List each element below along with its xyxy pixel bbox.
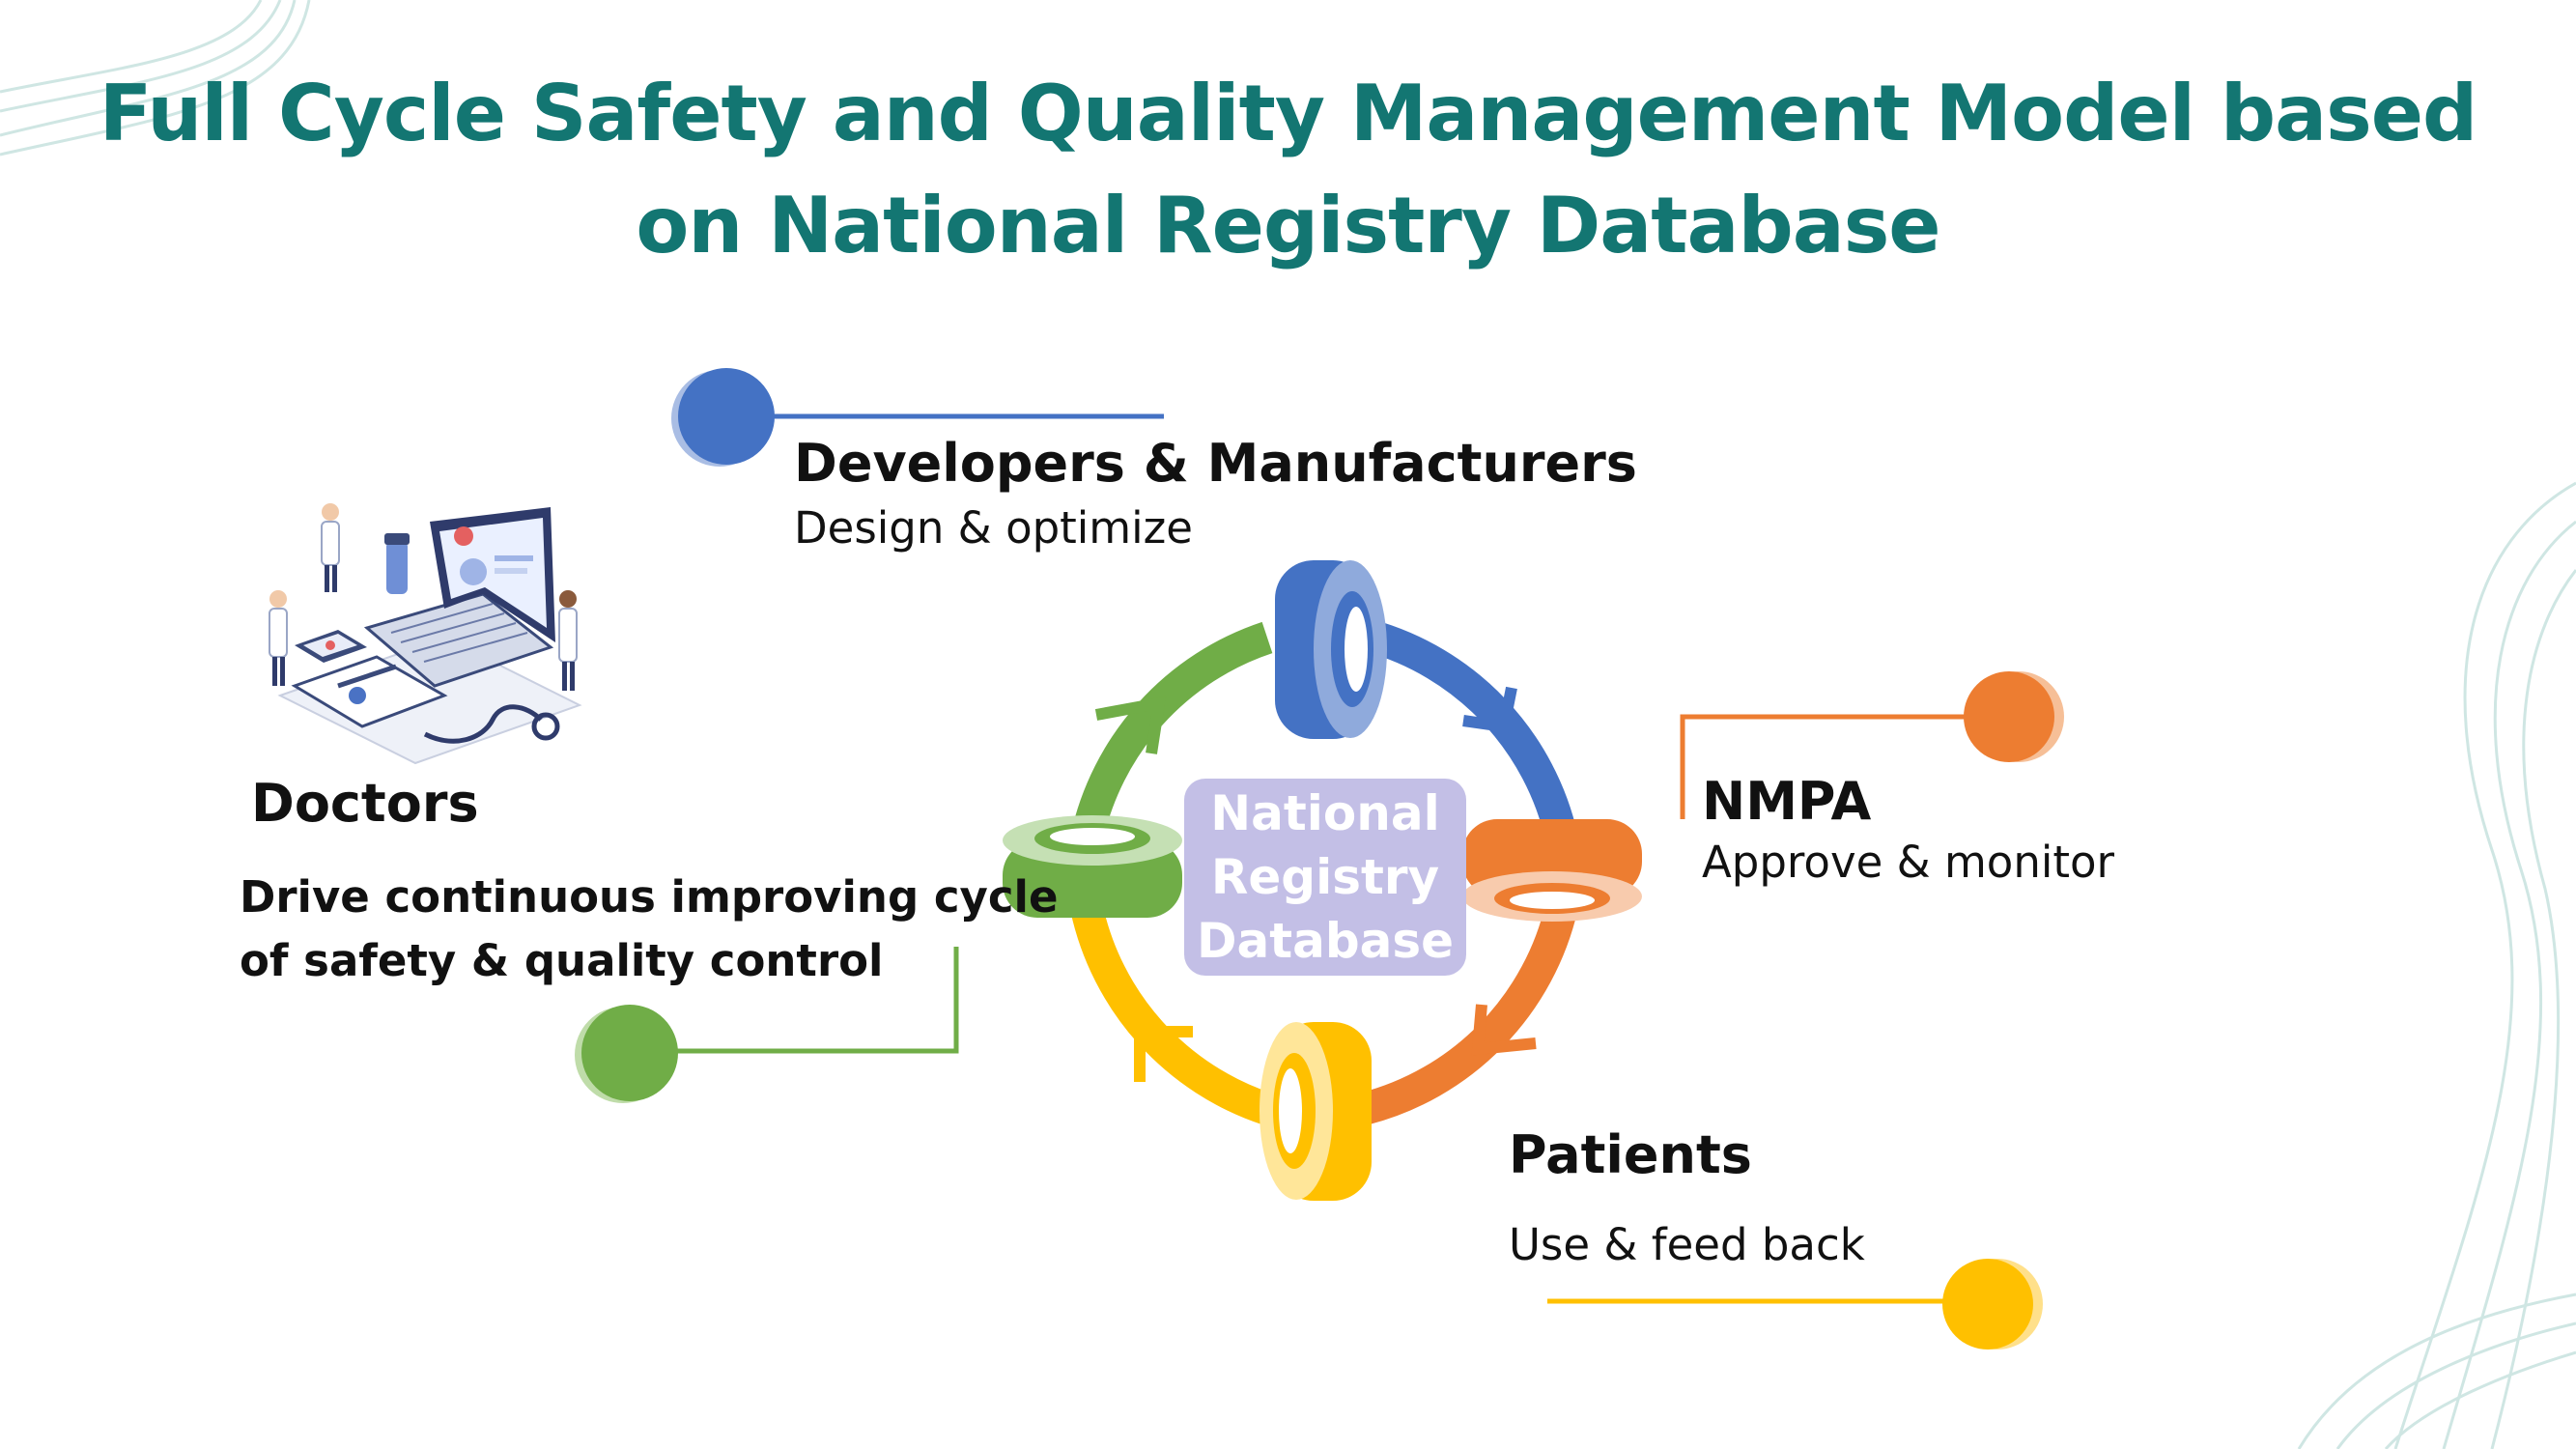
cycle-arc-blue <box>1365 619 1578 842</box>
hub-label: National Registry Database <box>1184 779 1466 976</box>
yellow-arrow-head <box>1134 1026 1193 1082</box>
page-title: Full Cycle Safety and Quality Management… <box>0 58 2576 282</box>
hub-line-1: National <box>1210 785 1440 841</box>
patients-bullet <box>1942 1259 2033 1350</box>
doctors-connector <box>575 947 959 1103</box>
doctor-figure-left <box>269 590 288 686</box>
doctors-role-line-2: of safety & quality control <box>240 935 884 986</box>
blue-arrow-head <box>1462 686 1517 733</box>
developers-role: Design & optimize <box>794 502 1193 554</box>
doctor-figure-top <box>321 503 340 592</box>
orange-ring-node <box>1462 819 1642 922</box>
developers-connector <box>671 368 1164 467</box>
doctors-role: Drive continuous improving cycle of safe… <box>240 866 1058 993</box>
title-line-2: on National Registry Database <box>636 181 1940 270</box>
nmpa-role: Approve & monitor <box>1702 837 2115 888</box>
yellow-ring-node <box>1260 1022 1372 1201</box>
developers-bullet <box>678 368 775 465</box>
patients-role: Use & feed back <box>1509 1219 1865 1270</box>
nmpa-heading: NMPA <box>1702 771 1872 832</box>
hub-line-3: Database <box>1196 913 1455 969</box>
patients-heading: Patients <box>1509 1124 1752 1185</box>
cycle-arc-green <box>1070 621 1273 842</box>
blue-ring-node <box>1275 560 1387 739</box>
nmpa-bullet <box>1964 671 2054 762</box>
doctors-role-line-1: Drive continuous improving cycle <box>240 871 1059 923</box>
doctors-illustration <box>269 503 582 765</box>
green-ring-node <box>1003 815 1182 918</box>
nmpa-connector <box>1680 671 2064 819</box>
title-line-1: Full Cycle Safety and Quality Management… <box>99 69 2478 158</box>
cycle-arc-orange <box>1359 902 1578 1125</box>
patients-connector <box>1547 1259 2043 1350</box>
doctor-figure-right <box>558 590 578 691</box>
hub-line-2: Registry <box>1210 849 1440 905</box>
green-arrow-head <box>1094 696 1167 754</box>
orange-arrow-head <box>1471 1004 1537 1056</box>
doctors-bullet <box>581 1005 678 1101</box>
developers-heading: Developers & Manufacturers <box>794 433 1637 494</box>
doctors-heading: Doctors <box>251 773 479 834</box>
